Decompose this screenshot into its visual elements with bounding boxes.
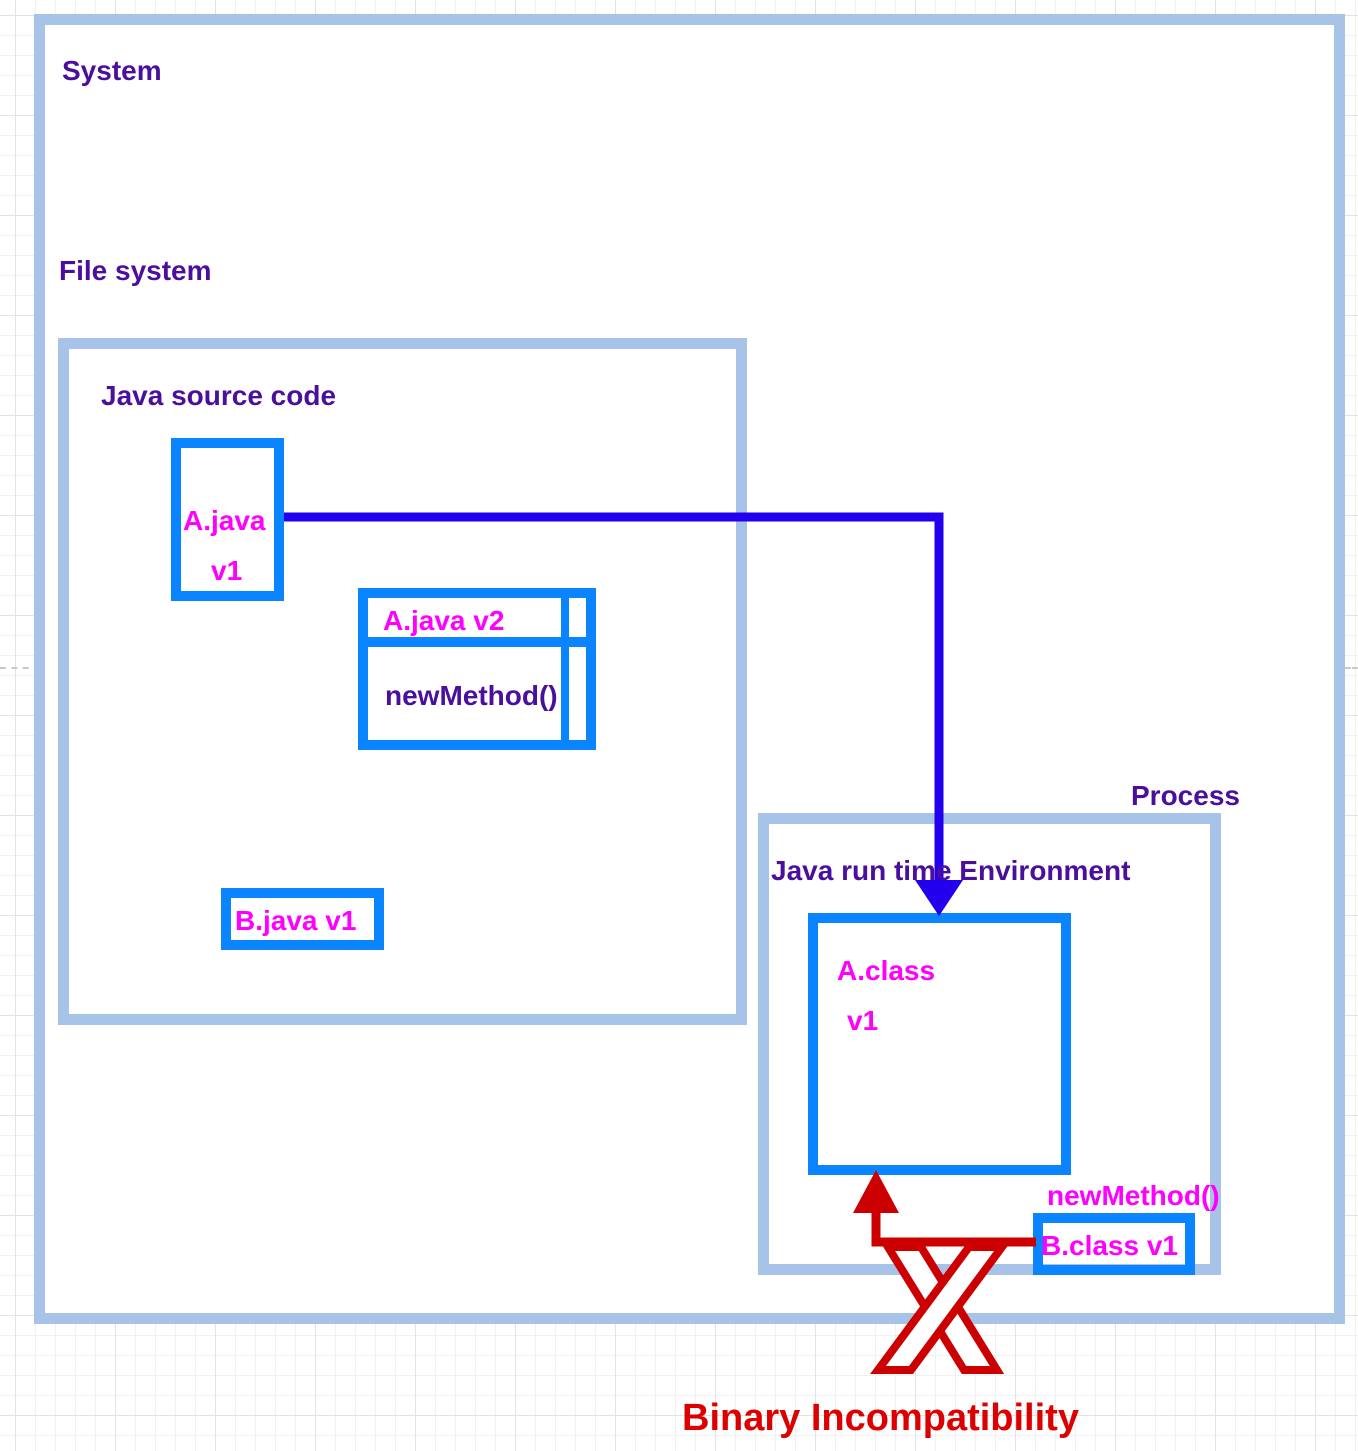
binary-incompatibility-label: Binary Incompatibility xyxy=(682,1397,1079,1439)
b-java-v1-label: B.java v1 xyxy=(235,905,357,936)
a-java-v1-box[interactable] xyxy=(171,438,284,601)
b-class-v1-label: B.class v1 xyxy=(1041,1230,1178,1261)
file-system-label: File system xyxy=(59,255,212,286)
b-class-v1-box[interactable] xyxy=(1033,1213,1195,1275)
a-java-v2-method: newMethod() xyxy=(385,680,558,711)
a-java-v2-title: A.java v2 xyxy=(383,605,505,636)
system-label: System xyxy=(62,55,162,86)
a-class-v1-name: A.class xyxy=(837,955,936,986)
process-label: Process xyxy=(1131,780,1240,811)
a-java-v2-header-divider xyxy=(368,637,586,647)
guide-line-left xyxy=(0,667,40,669)
a-java-v1-name: A.java xyxy=(183,505,266,536)
b-java-v1-box[interactable] xyxy=(221,888,384,950)
cross-x-icon xyxy=(870,1243,1010,1374)
link-arrow-head xyxy=(853,1170,899,1213)
jre-label: Java run time Environment xyxy=(771,855,1131,886)
a-java-v2-side-divider xyxy=(561,598,569,740)
a-java-v1-version: v1 xyxy=(211,555,243,586)
a-class-v1-box[interactable] xyxy=(808,913,1071,1175)
a-class-v1-version: v1 xyxy=(847,1005,879,1036)
compile-arrow-head xyxy=(915,880,963,916)
a-java-v2-box[interactable] xyxy=(358,588,596,750)
link-arrow-line xyxy=(871,1205,1036,1247)
java-source-label: Java source code xyxy=(101,380,337,411)
guide-line-right xyxy=(1338,667,1358,669)
b-class-method-label: newMethod() xyxy=(1047,1180,1220,1211)
compile-arrow-line xyxy=(284,512,944,885)
